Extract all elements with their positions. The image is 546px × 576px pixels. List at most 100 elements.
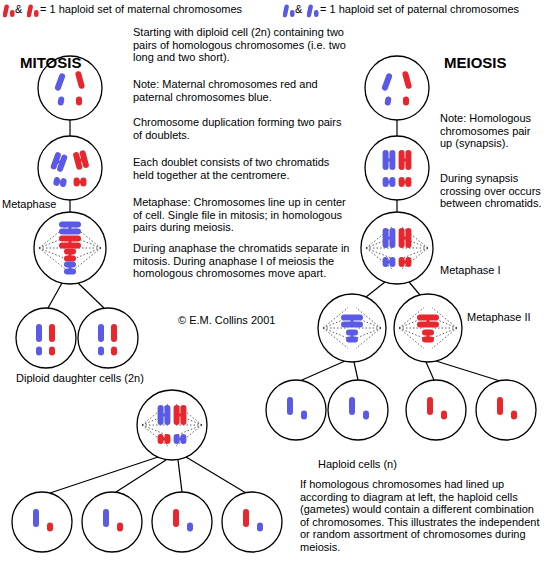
cell-label: Haploid cells (n) [318,458,428,471]
chromatid [33,509,39,527]
centromere [427,317,430,325]
note-text: If homologous chromosomes had lined up a… [300,478,542,553]
legend-text: = 1 haploid set of paternal chromosomes [320,3,519,16]
note-text: Note: Maternal chromosomes red and pater… [133,78,351,103]
chromatid [98,324,104,342]
chromatid [257,523,263,532]
spindle-fibre [323,328,348,338]
spindle-fibre [74,248,101,259]
note-text: During synapsis crossing over occurs bet… [440,172,542,210]
centromere [385,237,393,240]
centromere [401,261,409,264]
spindle-fibre [432,328,457,329]
spindle-fibre [401,248,428,249]
chromatid [49,347,55,356]
spindle-fibre [176,425,202,446]
chromatid [427,397,433,415]
spindle-fibre [142,425,168,436]
legend-swatch [283,4,295,18]
spindle-fibre [323,328,348,329]
centromere [76,181,84,184]
centromere [401,237,409,240]
chromatid [117,523,123,532]
legend-swatch [27,4,39,18]
copyright-note: © E.M. Collins 2001 [178,314,298,327]
centromere [176,414,184,417]
spindle-fibre [356,328,381,348]
centromere [351,317,354,325]
stage-label: Metaphase II [467,311,543,324]
ampersand: & [15,3,27,16]
centromere [401,159,409,162]
chromatid [49,324,55,342]
chromatid [98,347,104,356]
centromere [385,159,393,162]
note-text: Metaphase: Chromosomes line up in center… [133,196,347,234]
chromatid [111,324,117,342]
chromatid [511,411,517,420]
spindle-fibre [142,425,168,446]
chromatid [173,509,179,527]
spindle-fibre [432,328,457,338]
legend-text: = 1 haploid set of maternal chromosomes [40,3,242,16]
centromere [427,332,430,340]
centromere [69,264,72,272]
cell-label: Diploid daughter cells (2n) [16,372,176,385]
note-text: Chromosome duplication forming two pairs… [133,116,351,141]
section-heading: MEIOSIS [444,54,534,71]
centromere [385,181,393,184]
spindle-fibre [323,328,348,348]
spindle-fibre [366,248,393,270]
centromere [401,181,409,184]
centromere [160,414,168,417]
centromere [69,238,72,246]
spindle-fibre [366,248,393,249]
chromatid [111,347,117,356]
chromatid [54,73,66,92]
spindle-fibre [399,328,424,338]
centromere [160,438,168,441]
ampersand: & [295,3,307,16]
spindle-fibre [142,425,168,426]
spindle-fibre [366,237,393,248]
section-heading: MITOSIS [20,54,100,71]
note-text: During anaphase the chromatids separate … [133,242,351,280]
legend-swatch [307,4,319,18]
chromatid [75,71,85,90]
chromatid [402,71,412,90]
spindle-fibre [432,328,457,348]
spindle-fibre [142,404,168,425]
chromatid [187,523,193,532]
note-text: Note: Homologous chromosomes pair up (sy… [440,112,542,150]
centromere [56,180,64,184]
spindle-fibre [142,415,168,426]
chromatid [363,411,369,420]
spindle-fibre [356,328,381,338]
spindle-fibre [176,415,202,426]
centromere [69,224,72,232]
chromatid [403,97,409,106]
centromere [351,332,354,340]
note-text: Starting with diploid cell (2n) containi… [133,26,351,64]
chromatid [441,411,447,420]
chromatid [76,97,82,106]
centromere [55,159,64,165]
spindle-fibre [176,404,202,425]
spindle-fibre [176,425,202,436]
lineage-lines [48,120,500,493]
chromatid [243,509,249,527]
spindle-fibre [401,226,428,248]
spindle-fibre [74,248,101,270]
chromatid [384,96,391,106]
centromere [385,261,393,264]
chromatid [103,509,109,527]
chromatid [47,523,53,532]
stage-label: Metaphase I [440,264,520,277]
chromatid [349,397,355,415]
spindle-fibres [39,226,457,446]
chromatid [57,96,64,106]
spindle-fibre [366,248,393,259]
chromatid [497,397,503,415]
centromere [69,251,72,259]
